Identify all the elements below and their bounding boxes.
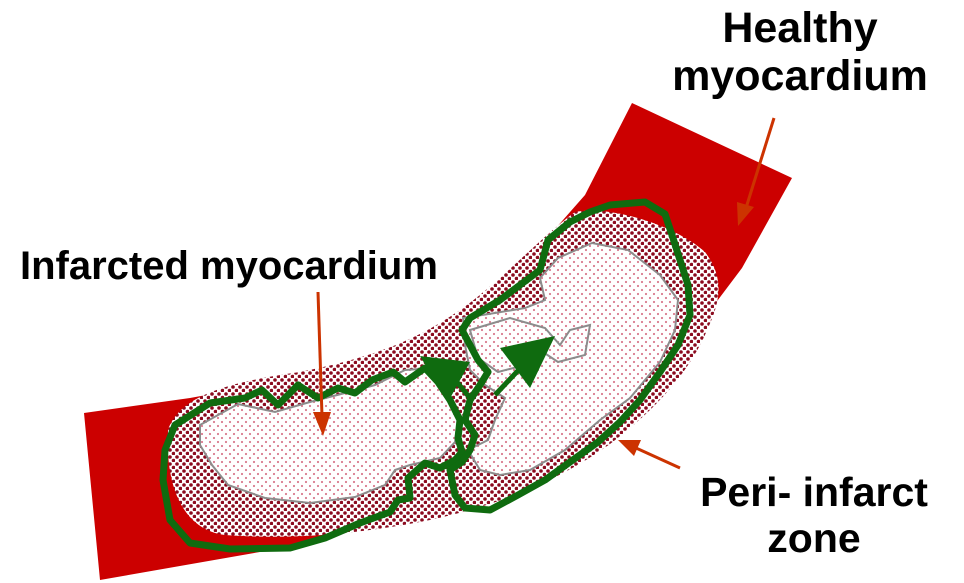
label-healthy-myocardium: Healthy myocardium bbox=[650, 4, 950, 100]
label-peri-line2: zone bbox=[664, 516, 964, 562]
pointer-infarcted bbox=[313, 292, 331, 436]
pointer-peri bbox=[618, 440, 680, 468]
label-peri-line1: Peri- infarct bbox=[664, 470, 964, 516]
label-peri-infarct-zone: Peri- infarct zone bbox=[664, 470, 964, 562]
label-infarcted-myocardium: Infarcted myocardium bbox=[20, 244, 438, 289]
label-healthy-line1: Healthy bbox=[650, 4, 950, 52]
label-healthy-line2: myocardium bbox=[650, 52, 950, 100]
